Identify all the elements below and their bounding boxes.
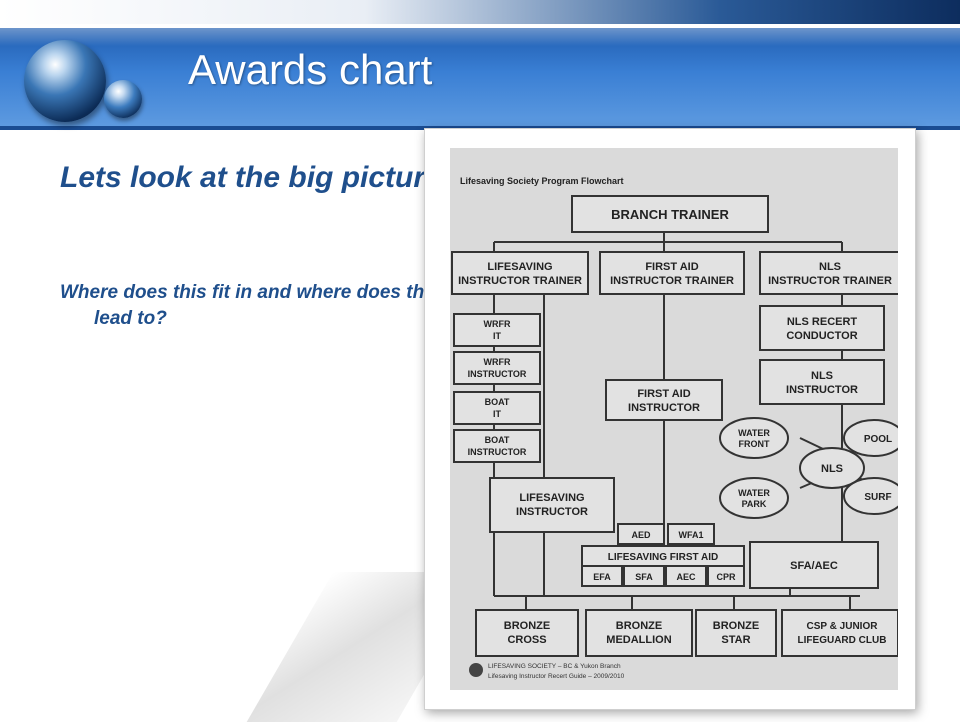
node-wrfr-instructor-line1: WRFR <box>484 357 511 367</box>
node-first-aid-it-line2: INSTRUCTOR TRAINER <box>610 275 734 287</box>
node-efa: EFA <box>593 572 611 582</box>
node-nls-recert-line2: CONDUCTOR <box>786 330 857 342</box>
flowchart-diagram: Lifesaving Society Program Flowchart BRA… <box>450 148 898 690</box>
node-waterfront-line1: WATER <box>738 428 770 438</box>
node-bronze-star-line1: BRONZE <box>713 620 759 632</box>
node-pool: POOL <box>864 434 892 445</box>
node-bronze-star-line2: STAR <box>721 634 750 646</box>
node-aec: AEC <box>676 572 696 582</box>
node-nls: NLS <box>821 463 843 475</box>
node-first-aid-instructor-line2: INSTRUCTOR <box>628 402 700 414</box>
node-aed: AED <box>631 530 651 540</box>
node-csp-line1: CSP & JUNIOR <box>807 621 879 632</box>
flowchart-circles <box>719 417 898 519</box>
node-wfa1: WFA1 <box>678 530 703 540</box>
slide-heading: Lets look at the big picture. <box>60 161 451 194</box>
node-boat-it-line1: BOAT <box>485 397 510 407</box>
node-lifesaving-instructor-line1: LIFESAVING <box>519 492 584 504</box>
node-first-aid-it-line1: FIRST AID <box>645 261 698 273</box>
slide-body-text: Where does this fit in and where does th… <box>60 282 441 329</box>
node-lifesaving-instructor-line2: INSTRUCTOR <box>516 506 588 518</box>
node-nls-it-line1: NLS <box>819 261 841 273</box>
node-csp-line2: LIFEGUARD CLUB <box>798 635 887 646</box>
node-waterpark-line2: PARK <box>742 499 767 509</box>
node-bronze-cross-line2: CROSS <box>507 634 546 646</box>
node-nls-instructor-line1: NLS <box>811 370 833 382</box>
slide-title: Awards chart <box>188 46 433 93</box>
node-wrfr-it-line1: WRFR <box>484 319 511 329</box>
node-branch-trainer: BRANCH TRAINER <box>611 207 729 222</box>
small-globe-icon <box>104 80 142 118</box>
node-waterpark-line1: WATER <box>738 488 770 498</box>
node-lifesaving-it-line2: INSTRUCTOR TRAINER <box>458 275 582 287</box>
node-wrfr-it-line2: IT <box>493 331 502 341</box>
node-boat-instructor-line1: BOAT <box>485 435 510 445</box>
node-sfa: SFA <box>635 572 653 582</box>
node-bronze-medallion-line1: BRONZE <box>616 620 662 632</box>
top-gradient-band <box>0 0 960 24</box>
node-cpr: CPR <box>716 572 736 582</box>
node-nls-it-line2: INSTRUCTOR TRAINER <box>768 275 892 287</box>
node-wrfr-instructor-line2: INSTRUCTOR <box>468 369 527 379</box>
large-globe-icon <box>24 40 106 122</box>
title-bar-shine <box>0 28 960 46</box>
node-bronze-cross-line1: BRONZE <box>504 620 550 632</box>
flowchart-footer-line2: Lifesaving Instructor Recert Guide – 200… <box>488 673 625 680</box>
node-nls-instructor-line2: INSTRUCTOR <box>786 384 858 396</box>
node-lifesaving-it-line1: LIFESAVING <box>487 261 552 273</box>
flowchart-footer-line1: LIFESAVING SOCIETY – BC & Yukon Branch <box>488 663 621 670</box>
flowchart-boxes <box>451 195 898 657</box>
node-waterfront-line2: FRONT <box>739 439 770 449</box>
node-nls-recert-line1: NLS RECERT <box>787 316 858 328</box>
node-boat-instructor-line2: INSTRUCTOR <box>468 447 527 457</box>
node-lifesaving-first-aid: LIFESAVING FIRST AID <box>608 552 719 563</box>
lifesaving-society-logo-icon <box>469 663 483 677</box>
node-boat-it-line2: IT <box>493 409 502 419</box>
node-bronze-medallion-line2: MEDALLION <box>606 634 671 646</box>
node-first-aid-instructor-line1: FIRST AID <box>637 388 690 400</box>
node-sfa-aec: SFA/AEC <box>790 560 838 572</box>
flowchart-header: Lifesaving Society Program Flowchart <box>460 176 624 186</box>
node-surf: SURF <box>864 492 891 503</box>
flowchart-photo: Lifesaving Society Program Flowchart BRA… <box>450 148 898 690</box>
